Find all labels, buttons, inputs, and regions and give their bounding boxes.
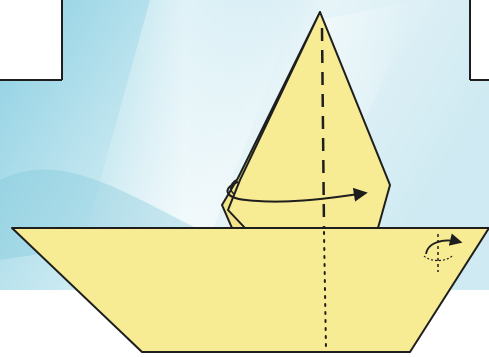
origami-diagram bbox=[0, 0, 489, 357]
